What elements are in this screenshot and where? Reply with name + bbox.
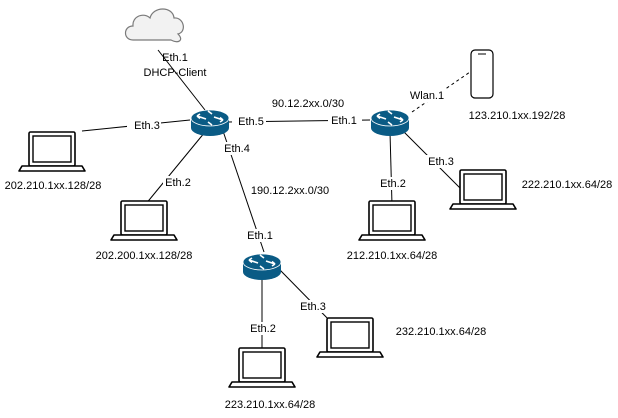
r2-wlan1-label: Wlan.1 <box>410 90 444 102</box>
subnet-labels: 202.210.1xx.128/28 202.200.1xx.128/28 21… <box>5 110 613 411</box>
link-cloud-r1 <box>157 49 206 111</box>
laptop-r2-bottom-subnet: 212.210.1xx.64/28 <box>347 250 438 262</box>
cloud-icon[interactable] <box>124 8 184 43</box>
r2-eth1-label: Eth.1 <box>331 115 357 127</box>
cloud-dhcp-label: DHCP-Client <box>144 67 207 79</box>
laptop-r2-right-subnet: 222.210.1xx.64/28 <box>522 179 613 191</box>
laptop-icon[interactable] <box>316 317 384 358</box>
r1-eth5-label: Eth.5 <box>238 116 264 128</box>
router-icon[interactable] <box>190 109 230 137</box>
link-r2-laptop-bottom <box>389 131 393 206</box>
link-r1-r3-subnet: 190.12.2xx.0/30 <box>251 185 329 197</box>
r1-eth2-label: Eth.2 <box>165 177 191 189</box>
phone-subnet: 123.210.1xx.192/28 <box>469 110 566 122</box>
laptop-icon[interactable] <box>110 200 178 241</box>
laptop-icon[interactable] <box>358 200 426 241</box>
laptop-left-subnet: 202.210.1xx.128/28 <box>5 180 102 192</box>
laptop-mid-subnet: 202.200.1xx.128/28 <box>96 250 193 262</box>
r2-eth3-label: Eth.3 <box>428 156 454 168</box>
laptop-icon[interactable] <box>449 169 517 210</box>
router-icon[interactable] <box>370 109 410 137</box>
link-r3-laptop-right <box>279 269 335 326</box>
laptop-icon[interactable] <box>18 131 86 172</box>
laptop-r3-bottom-subnet: 223.210.1xx.64/28 <box>225 399 316 411</box>
phone-icon[interactable] <box>470 49 494 99</box>
link-r1-r2-subnet: 90.12.2xx.0/30 <box>272 98 344 110</box>
laptop-icon[interactable] <box>228 347 296 388</box>
r2-eth2-label: Eth.2 <box>380 178 406 190</box>
r3-eth3-label: Eth.3 <box>300 301 326 313</box>
laptop-r3-right-subnet: 232.210.1xx.64/28 <box>396 326 487 338</box>
link-r1-laptop-mid <box>144 131 206 206</box>
r3-eth2-label: Eth.2 <box>250 323 276 335</box>
r1-eth4-label: Eth.4 <box>224 143 250 155</box>
interface-labels: Eth.1 DHCP-Client Eth.3 Eth.5 Eth.1 90.1… <box>127 52 456 335</box>
router-icon[interactable] <box>242 253 282 281</box>
r3-eth1-label: Eth.1 <box>247 230 273 242</box>
r1-eth3-label: Eth.3 <box>134 120 160 132</box>
cloud-iface-label: Eth.1 <box>162 52 188 64</box>
